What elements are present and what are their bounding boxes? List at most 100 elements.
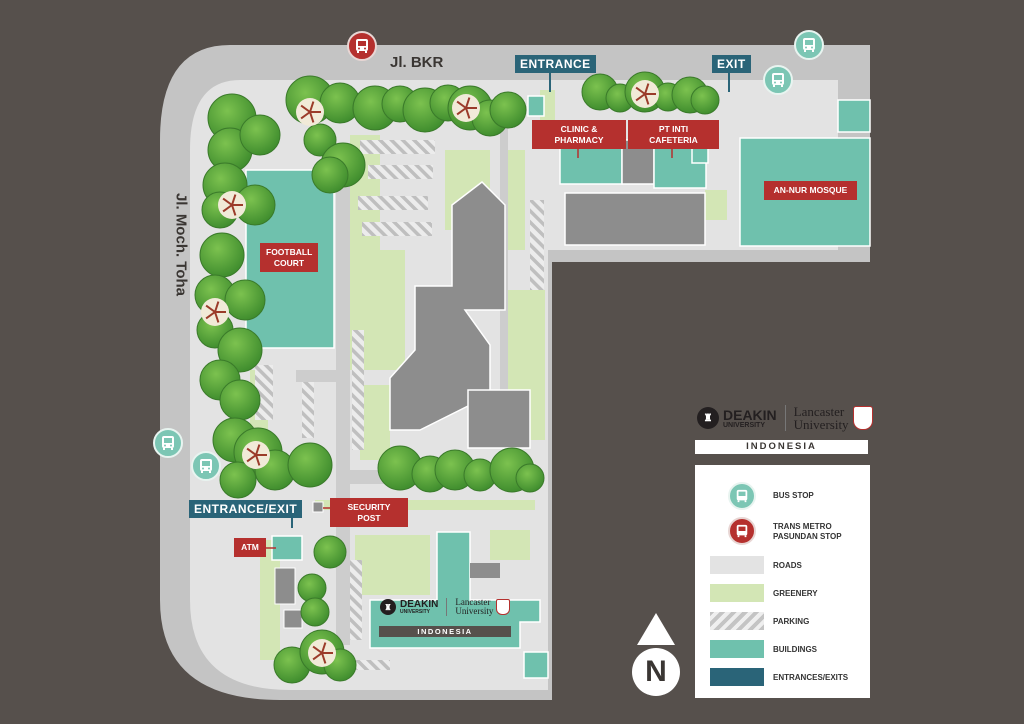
tree-branch bbox=[644, 93, 650, 105]
tree-branch bbox=[644, 83, 650, 95]
deakin-wordmark: DEAKIN bbox=[723, 406, 777, 423]
mosque-label: AN-NUR MOSQUE bbox=[764, 181, 857, 200]
legend-label: TRANS METRO PASUNDAN STOP bbox=[773, 522, 842, 541]
tree-branch bbox=[214, 301, 220, 313]
tree-branch bbox=[246, 447, 257, 456]
trees bbox=[194, 71, 720, 684]
tree-branch bbox=[246, 454, 257, 463]
tree-canopy bbox=[303, 123, 337, 157]
legend-item-bus-stop: BUS STOP bbox=[695, 482, 870, 510]
north-letter: N bbox=[645, 655, 667, 688]
tree-branch bbox=[465, 97, 471, 109]
deakin-subword: UNIVERSITY bbox=[400, 608, 431, 615]
roads-swatch bbox=[710, 556, 764, 574]
entrances-swatch bbox=[710, 668, 764, 686]
lancaster-word-2: University bbox=[793, 417, 849, 432]
legend-label: BUILDINGS bbox=[773, 645, 817, 654]
tree-branch bbox=[312, 652, 323, 661]
atm-building bbox=[271, 535, 303, 561]
lancaster-crest-icon bbox=[852, 406, 873, 430]
south-grey-building-1 bbox=[470, 563, 500, 578]
exit-north-label: EXIT bbox=[712, 55, 751, 73]
bus-stop-icon[interactable] bbox=[794, 30, 824, 60]
tree-branch bbox=[635, 86, 646, 95]
legend-item-greenery: GREENERY bbox=[695, 584, 870, 608]
lancaster-crest-icon bbox=[496, 599, 511, 615]
tree-branch bbox=[255, 444, 261, 456]
street-label-west: Jl. Moch. Toha bbox=[172, 192, 190, 297]
tree-branch bbox=[231, 194, 237, 206]
legend-label: PARKING bbox=[773, 617, 810, 626]
south-small-building-1 bbox=[523, 651, 549, 679]
tree-canopy bbox=[690, 85, 720, 115]
tree-branch bbox=[231, 204, 237, 216]
north-compass bbox=[632, 613, 680, 696]
tree-canopy bbox=[217, 327, 263, 373]
tree-canopy bbox=[219, 461, 257, 499]
main-building-annex bbox=[467, 389, 531, 449]
legend-item-trans-metro: TRANS METRO PASUNDAN STOP bbox=[695, 517, 870, 545]
entrance-exit-west-label: ENTRANCE/EXIT bbox=[189, 500, 303, 518]
tree-canopy bbox=[297, 573, 327, 603]
legend-item-entrances: ENTRANCES/EXITS bbox=[695, 668, 870, 692]
clinic-block bbox=[559, 139, 709, 246]
tree-branch bbox=[205, 311, 216, 320]
legend-item-roads: ROADS bbox=[695, 556, 870, 580]
tree-branch bbox=[214, 311, 220, 323]
legend: BUS STOP TRANS METRO PASUNDAN STOP ROADS… bbox=[695, 465, 870, 698]
tree-canopy bbox=[239, 114, 281, 156]
legend-item-buildings: BUILDINGS bbox=[695, 640, 870, 664]
bus-stop-icon[interactable] bbox=[153, 428, 183, 458]
tree-branch bbox=[456, 100, 467, 109]
tree-canopy bbox=[515, 463, 545, 493]
football-court-label: FOOTBALL COURT bbox=[260, 243, 318, 273]
legend-item-parking: PARKING bbox=[695, 612, 870, 636]
deakin-wordmark: DEAKIN bbox=[400, 598, 439, 610]
south-grey-building-3 bbox=[283, 609, 303, 629]
tree-canopy bbox=[489, 91, 527, 129]
legend-label: BUS STOP bbox=[773, 491, 814, 500]
deakin-subword: UNIVERSITY bbox=[723, 421, 766, 429]
security-post-building bbox=[312, 501, 324, 513]
tree-canopy bbox=[300, 597, 330, 627]
atm-label: ATM bbox=[234, 538, 266, 557]
tree-branch bbox=[465, 107, 471, 119]
main-building bbox=[389, 181, 506, 431]
tree-canopy bbox=[287, 442, 333, 488]
deakin-shield-icon: ♜ bbox=[697, 407, 719, 429]
lancaster-word-2: University bbox=[455, 606, 494, 616]
clinic-pharmacy-label: CLINIC & PHARMACY bbox=[532, 120, 626, 150]
tree-branch bbox=[309, 111, 315, 123]
tree-branch bbox=[456, 107, 467, 116]
tree-branch bbox=[300, 104, 311, 113]
tree-branch bbox=[222, 197, 233, 206]
brand-country-bar: INDONESIA bbox=[695, 440, 868, 454]
tree-branch bbox=[309, 101, 315, 113]
security-post-label: SECURITY POST bbox=[330, 498, 408, 528]
greenery-swatch bbox=[710, 584, 764, 602]
south-grey-building-2 bbox=[274, 567, 296, 605]
tree-canopy bbox=[199, 232, 245, 278]
tree-branch bbox=[321, 652, 327, 664]
tree-branch bbox=[300, 111, 311, 120]
tree-canopy bbox=[311, 156, 349, 194]
trans-metro-icon bbox=[728, 517, 756, 545]
ne-small-building bbox=[837, 99, 871, 133]
trans-metro-stop-icon[interactable] bbox=[347, 31, 377, 61]
buildings-swatch bbox=[710, 640, 764, 658]
lancaster-word-1: Lancaster bbox=[455, 597, 491, 607]
cafeteria-label: PT INTI CAFETERIA bbox=[628, 120, 719, 150]
parking-swatch bbox=[710, 612, 764, 630]
bus-icon bbox=[728, 482, 756, 510]
bus-stop-icon[interactable] bbox=[191, 451, 221, 481]
legend-label: GREENERY bbox=[773, 589, 818, 598]
bus-stop-icon[interactable] bbox=[763, 65, 793, 95]
street-label-north: Jl. BKR bbox=[390, 54, 444, 71]
gate-markers bbox=[291, 70, 730, 528]
tree-branch bbox=[205, 304, 216, 313]
tree-branch bbox=[321, 642, 327, 654]
